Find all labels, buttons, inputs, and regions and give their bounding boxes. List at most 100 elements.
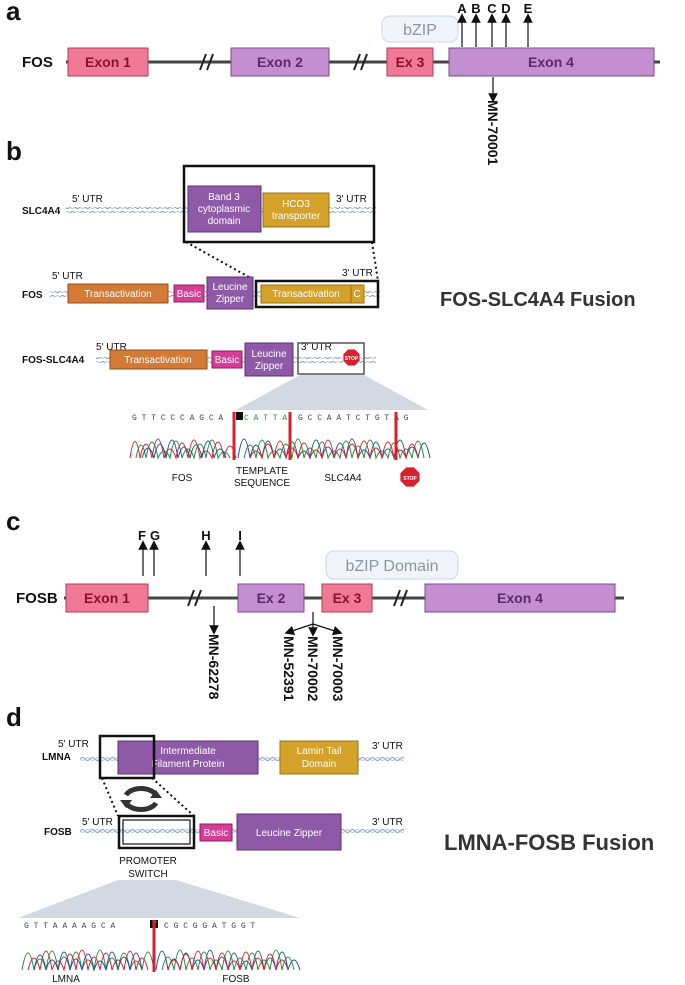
- mutation-c: C: [487, 1, 497, 16]
- fos-exon-4-label: Exon 4: [528, 54, 574, 70]
- mutation-arrows-a: [457, 13, 533, 47]
- svg-text:STOP: STOP: [345, 356, 359, 362]
- mutation-mn-52391: MN-52391: [281, 636, 297, 702]
- svg-text:G C C A A T C T G T A G: G C C A A T C T G T A G: [298, 414, 409, 423]
- fos-basic-label: Basic: [177, 289, 201, 300]
- break-mark: [199, 53, 214, 71]
- swap-arrows-icon: [120, 785, 162, 813]
- zoom-triangle-d: [18, 880, 300, 918]
- slc4a4-zoom-box: [182, 164, 376, 244]
- mutation-h: H: [201, 528, 210, 543]
- fos-exon-3: [386, 47, 434, 77]
- fosb-promoter-box: [117, 814, 196, 850]
- fosb-basic-domain: [199, 823, 233, 842]
- fos-slc4a4-fusion-title: FOS-SLC4A4 Fusion: [440, 289, 636, 311]
- intermediate-filament-label-1: Intermediate: [160, 746, 216, 757]
- mutation-arrows-c-below: [209, 606, 343, 637]
- fosb-gene-label: FOSB: [16, 590, 58, 607]
- fos-leucine-label-1: Leucine: [212, 282, 247, 293]
- slc4a4-5utr: 5' UTR: [72, 194, 103, 205]
- stop-sign-icon: STOP: [342, 348, 361, 367]
- fosb-leucine-zipper-domain: [236, 813, 342, 851]
- zoom-connector: [185, 241, 257, 282]
- mutation-mn-70002: MN-70002: [305, 636, 321, 702]
- fusion-leucine-label-2: Zipper: [255, 361, 284, 372]
- fusion-gene-label: FOS-SLC4A4: [22, 355, 85, 366]
- zoom-triangle: [236, 375, 428, 410]
- fos-leucine-zipper-domain: [206, 276, 254, 310]
- mutation-mn-62278: MN-62278: [206, 634, 222, 700]
- fos-exon-1-label: Exon 1: [85, 54, 131, 70]
- fusion-basic-domain: [211, 350, 243, 369]
- zoom-connector: [371, 241, 379, 282]
- slc4a4-3utr: 3' UTR: [336, 194, 367, 205]
- fosb-d-gene-label: FOSB: [44, 827, 72, 838]
- panel-c-label: c: [6, 506, 20, 536]
- panel-d-label: d: [6, 702, 22, 732]
- fos-c-label: C: [353, 289, 360, 300]
- break-mark: [187, 589, 202, 607]
- fos-transactivation-c-label: Transactivation: [272, 289, 339, 300]
- fosb-exon-4-label: Exon 4: [497, 590, 543, 606]
- band3-domain: [187, 185, 262, 233]
- slc4a4-gene-label: SLC4A4: [22, 206, 61, 217]
- mutation-i: I: [238, 528, 242, 543]
- promoter-switch-label-1: PROMOTER: [119, 856, 177, 867]
- lmna-3utr: 3' UTR: [372, 741, 403, 752]
- mutation-arrows-c: [138, 540, 245, 576]
- lmna-fosb-fusion-title: LMNA-FOSB Fusion: [444, 830, 654, 855]
- chromatogram-lmna-fosb: G T T A A A A G C A T C G C G G A T G G …: [21, 920, 301, 972]
- fosb-exon-1: [65, 583, 149, 613]
- mutation-g: G: [150, 528, 160, 543]
- svg-text:C G C G G A T G G T: C G C G G A T G G T: [164, 922, 255, 931]
- promoter-connector: [101, 777, 119, 817]
- band3-label-1: Band 3: [208, 192, 240, 203]
- fusion-transactivation-label: Transactivation: [124, 355, 191, 366]
- intermediate-filament-label-2: Filament Protein: [152, 759, 225, 770]
- fosb-d-3utr: 3' UTR: [372, 817, 403, 828]
- chrom-template-label-2: SEQUENCE: [234, 478, 290, 489]
- mutation-b: B: [471, 1, 480, 16]
- bzip-domain-box: [381, 15, 459, 43]
- fosb-exon-3: [321, 583, 373, 613]
- fos-transactivation-label: Transactivation: [84, 289, 151, 300]
- fos-b-5utr: 5' UTR: [52, 271, 83, 282]
- hco3-label-2: transporter: [272, 211, 321, 222]
- fos-exon-3-label: Ex 3: [396, 54, 425, 70]
- mutation-mn-70003: MN-70003: [330, 636, 346, 702]
- panel-a-label: a: [6, 0, 21, 26]
- fusion-leucine-label-1: Leucine: [251, 349, 286, 360]
- intermediate-filament-domain: [117, 740, 259, 775]
- mutation-mn-70001: MN-70001: [485, 100, 501, 166]
- fusion-leucine-zipper-domain: [244, 342, 294, 377]
- fos-exon-2: [230, 47, 330, 77]
- fos-c-term-box: [254, 279, 380, 309]
- chrom-fosb-label: FOSB: [222, 974, 250, 985]
- promoter-switch-label-2: SWITCH: [128, 869, 167, 880]
- chrom-fos-label: FOS: [172, 473, 193, 484]
- fos-gene-label: FOS: [22, 54, 53, 71]
- lmna-promoter-box: [98, 734, 156, 780]
- hco3-label-1: HCO3: [282, 199, 310, 210]
- mutation-d: D: [501, 1, 510, 16]
- bzip-domain-label-c: bZIP Domain: [345, 558, 438, 575]
- chrom-template-label-1: TEMPLATE: [236, 466, 288, 477]
- svg-text:G T T C C C A G C A: G T T C C C A G C A: [132, 414, 223, 423]
- fusion-basic-label: Basic: [215, 355, 239, 366]
- fosb-basic-label: Basic: [204, 828, 228, 839]
- chrom-slc4a4-label: SLC4A4: [324, 473, 362, 484]
- lamin-tail-label-1: Lamin Tail: [297, 746, 342, 757]
- lamin-tail-domain: [279, 740, 359, 775]
- hco3-transporter-domain: [262, 192, 330, 228]
- fos-basic-domain: [173, 284, 205, 303]
- lmna-gene-label: LMNA: [42, 752, 71, 763]
- bzip-domain-label: bZIP: [403, 22, 437, 39]
- fosb-exon-1-label: Exon 1: [84, 590, 130, 606]
- fosb-exon-2-label: Ex 2: [257, 590, 286, 606]
- fos-exon-4: [448, 47, 655, 77]
- fos-transactivation-domain: [67, 283, 169, 304]
- chrom-lmna-label: LMNA: [52, 974, 80, 985]
- chromatogram-fos-slc4a4: G T T C C C A G C A C A T T A G C C A A …: [129, 412, 431, 460]
- mutation-e: E: [524, 1, 533, 16]
